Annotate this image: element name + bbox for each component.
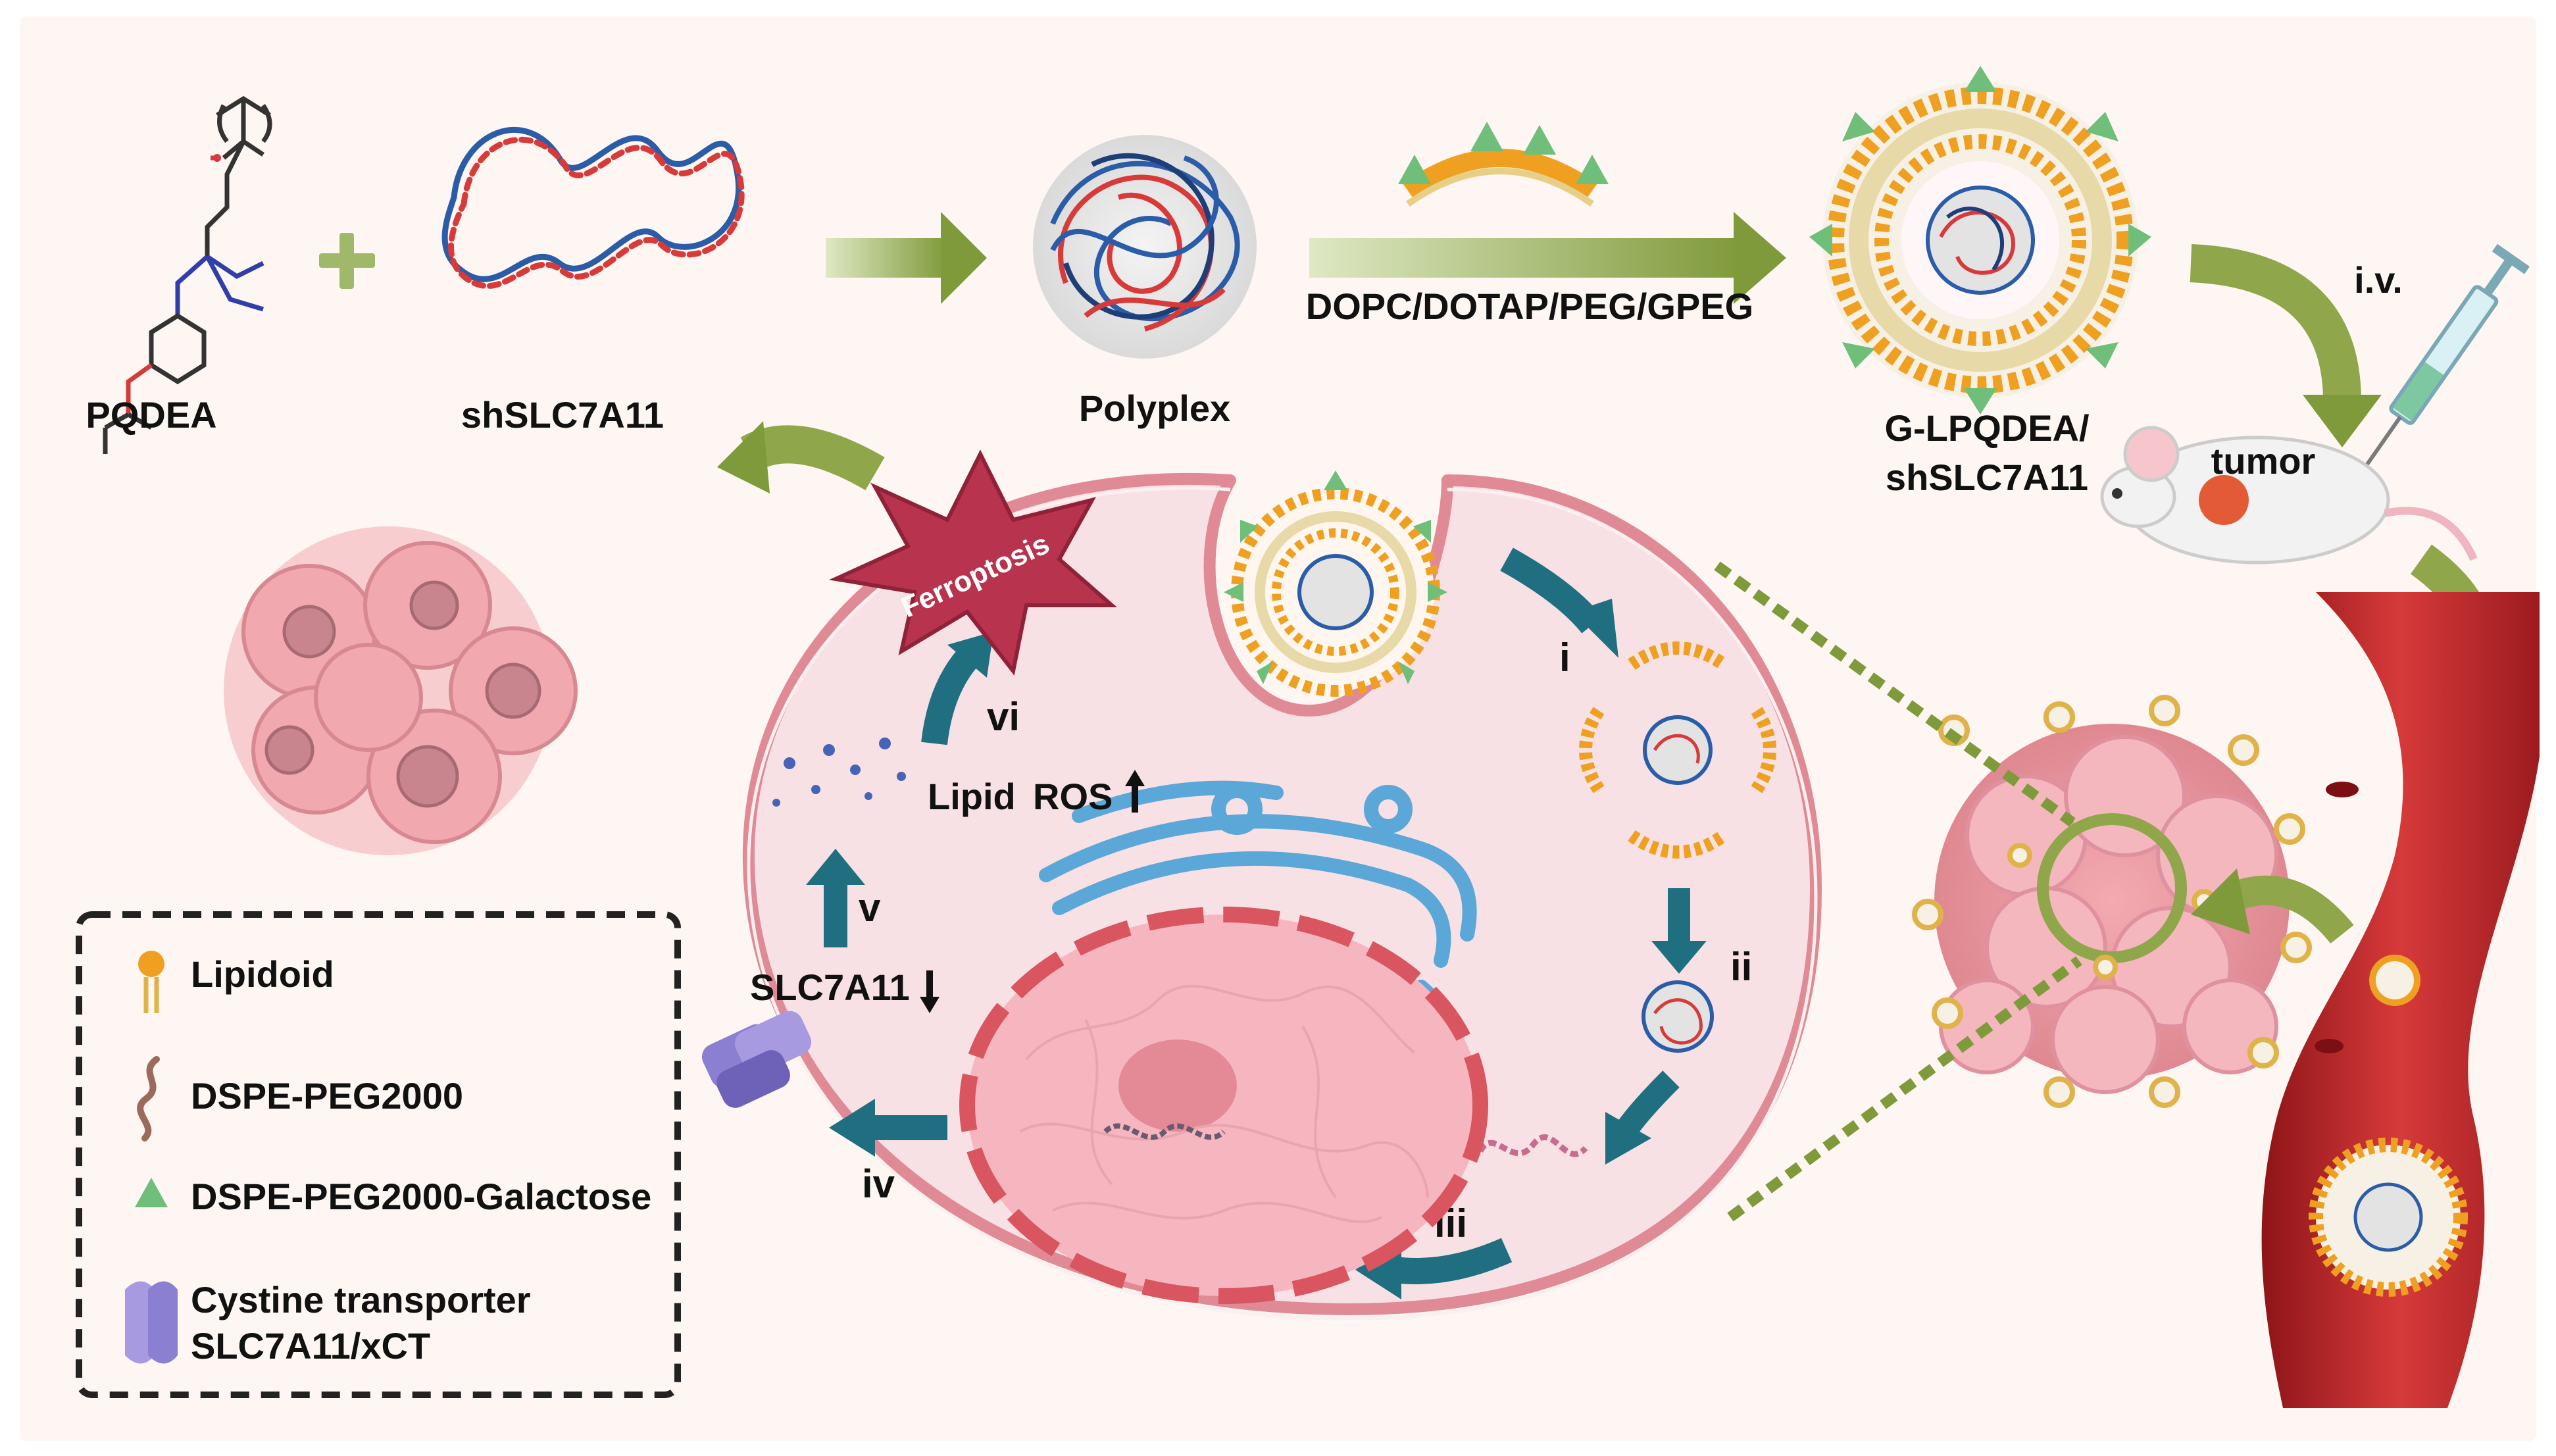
lipid-ros-label-1: Lipid — [928, 776, 1016, 817]
nuclear-shrna — [1103, 1123, 1226, 1140]
step-vi-label: vi — [987, 695, 1020, 739]
arrow-step-iv — [829, 1099, 947, 1157]
cystine-transporter-icon — [125, 1281, 178, 1364]
arrow-step-i — [1500, 547, 1618, 658]
legend-item-lipidoid: Lipidoid — [191, 953, 334, 995]
nanoparticle-label-2: shSLC7A11 — [1886, 457, 2088, 498]
arrow-to-nanoparticle — [1309, 212, 1786, 304]
nanoparticle — [1809, 66, 2151, 414]
pqdea-structure — [103, 95, 272, 454]
arrow-step-vi — [921, 632, 993, 745]
up-arrow-icon — [1125, 770, 1145, 813]
tumor-label: tumor — [2211, 440, 2316, 482]
disassembling-liposome — [1579, 641, 1776, 859]
ferroptotic-tumor-cells — [224, 526, 578, 855]
step-ii-label: ii — [1730, 945, 1752, 989]
lipid-ros-label-2: ROS — [1033, 776, 1113, 817]
zoom-lines — [1714, 561, 2082, 1222]
arrow-vessel-to-tumor — [2191, 868, 2354, 944]
arrow-step-ii — [1651, 888, 1707, 974]
down-arrow-icon — [920, 970, 940, 1013]
lipid-ros-dots — [772, 738, 906, 807]
blood-vessel — [2261, 592, 2540, 1408]
endocytic-nanoparticle — [1224, 470, 1447, 697]
arrow-step-v — [806, 849, 865, 947]
lipid-arc — [1398, 122, 1609, 207]
nucleus — [959, 907, 1488, 1304]
galactose-triangle-icon — [135, 1178, 168, 1207]
peg-chain-icon — [137, 1056, 160, 1142]
legend-item-dspe-peg2000: DSPE-PEG2000 — [191, 1075, 463, 1117]
pqdea-label: PQDEA — [86, 394, 216, 436]
legend: Lipidoid DSPE-PEG2000 DSPE-PEG2000-Galac… — [76, 911, 681, 1398]
slc7a11-down-label: SLC7A11 — [750, 966, 910, 1008]
legend-item-dspe-peg2000-galactose: DSPE-PEG2000-Galactose — [191, 1176, 651, 1217]
cystine-transporter — [701, 1011, 812, 1108]
released-polyplex — [1641, 980, 1714, 1053]
arrow-to-free-rna — [1605, 1070, 1680, 1165]
free-shrna — [1477, 1134, 1588, 1157]
ferroptosis-burst — [828, 449, 1117, 676]
lipid-mix-label: DOPC/DOTAP/PEG/GPEG — [1306, 286, 1753, 327]
polyplex-particle — [1033, 135, 1257, 359]
plus-icon — [319, 233, 375, 289]
mouse-icon — [2100, 426, 2478, 565]
syringe-icon — [2365, 243, 2530, 467]
iv-label: i.v. — [2354, 259, 2403, 301]
shrna-label: shSLC7A11 — [461, 394, 664, 436]
arrow-to-polyplex — [826, 212, 987, 304]
step-v-label: v — [859, 886, 881, 930]
polyplex-label: Polyplex — [1079, 388, 1230, 429]
step-iv-label: iv — [862, 1162, 895, 1206]
step-i-label: i — [1559, 636, 1570, 680]
shrna-strand — [441, 127, 745, 289]
arrow-to-dead-tumor — [717, 421, 885, 493]
arrow-iv — [2190, 244, 2382, 447]
legend-item-cystine-transporter: Cystine transporter — [191, 1279, 531, 1320]
nanoparticle-label-1: G-LPQDEA/ — [1884, 407, 2090, 449]
lipidoid-icon — [138, 951, 164, 1013]
legend-item-slc7a11-xct: SLC7A11/xCT — [191, 1325, 430, 1367]
